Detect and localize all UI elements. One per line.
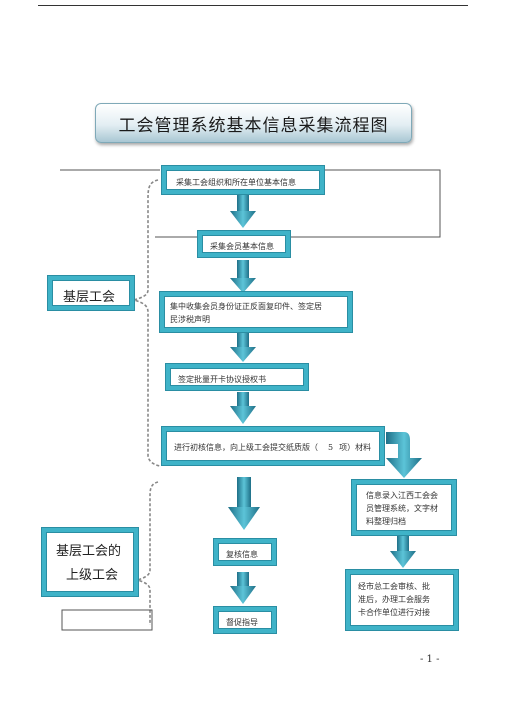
arrow-down-icon (230, 572, 256, 604)
step-initial-review: 进行初核信息，向上级工会提交纸质版（ 5 项）材料 (162, 427, 384, 465)
arrow-down-icon (230, 392, 256, 424)
step-text-right: 项）材料 (339, 443, 372, 452)
label-upper-union: 基层工会的 上级工会 (42, 528, 138, 596)
step-text: 签定批量开卡协议授权书 (178, 375, 266, 384)
label-text-line2: 上级工会 (66, 568, 119, 583)
step-text-line1: 信息录入江西工会会 (366, 491, 438, 500)
step-enter-system: 信息录入江西工会会 员管理系统，文字材 料整理归档 (352, 480, 456, 535)
step-sign-agreement: 签定批量开卡协议授权书 (166, 364, 308, 390)
step-collect-member-info: 采集会员基本信息 (198, 231, 290, 257)
step-collect-org-info: 采集工会组织和所在单位基本信息 (162, 166, 324, 194)
page-title: 工会管理系统基本信息采集流程图 (95, 103, 412, 143)
step-supervise: 督促指导 (214, 607, 276, 633)
arrow-bent-down-icon (386, 432, 422, 478)
step-recheck: 复核信息 (214, 539, 276, 565)
top-rule (38, 5, 468, 6)
frame-bottom-left (61, 609, 153, 631)
step-text-line3: 料整理归档 (366, 517, 406, 526)
arrow-down-icon (230, 333, 256, 362)
label-grassroots-union: 基层工会 (48, 276, 134, 310)
label-text-line1: 基层工会的 (56, 544, 122, 559)
step-city-approval: 经市总工会审核、批 准后，办理工会服务 卡合作单位进行对接 (346, 570, 458, 630)
step-text: 督促指导 (226, 618, 258, 627)
step-text-line3: 卡合作单位进行对接 (358, 608, 430, 617)
step-text-line2: 准后，办理工会服务 (358, 595, 430, 604)
step-text: 采集会员基本信息 (210, 242, 274, 251)
step-collect-id-copies: 集中收集会员身份证正反面复印件、签定居 民涉税声明 (160, 292, 352, 332)
arrow-down-icon (230, 195, 256, 228)
step-text-line2: 民涉税声明 (170, 315, 210, 324)
step-text: 采集工会组织和所在单位基本信息 (176, 178, 296, 187)
arrow-down-icon (230, 260, 256, 293)
step-text-line1: 集中收集会员身份证正反面复印件、签定居 (170, 302, 322, 311)
step-text-left: 进行初核信息，向上级工会提交纸质版（ (174, 443, 318, 452)
step-text-line1: 经市总工会审核、批 (358, 582, 430, 591)
label-text: 基层工会 (63, 290, 116, 305)
arrow-down-icon (228, 477, 260, 530)
step-text-line2: 员管理系统，文字材 (366, 504, 438, 513)
brace-grassroots (131, 179, 161, 467)
step-text: 复核信息 (226, 550, 258, 559)
arrow-down-icon (390, 535, 416, 568)
frame-line-right (290, 169, 441, 238)
page-number: - 1 - (420, 654, 440, 665)
step-text-count: 5 (328, 443, 334, 452)
brace-upper (135, 481, 159, 625)
